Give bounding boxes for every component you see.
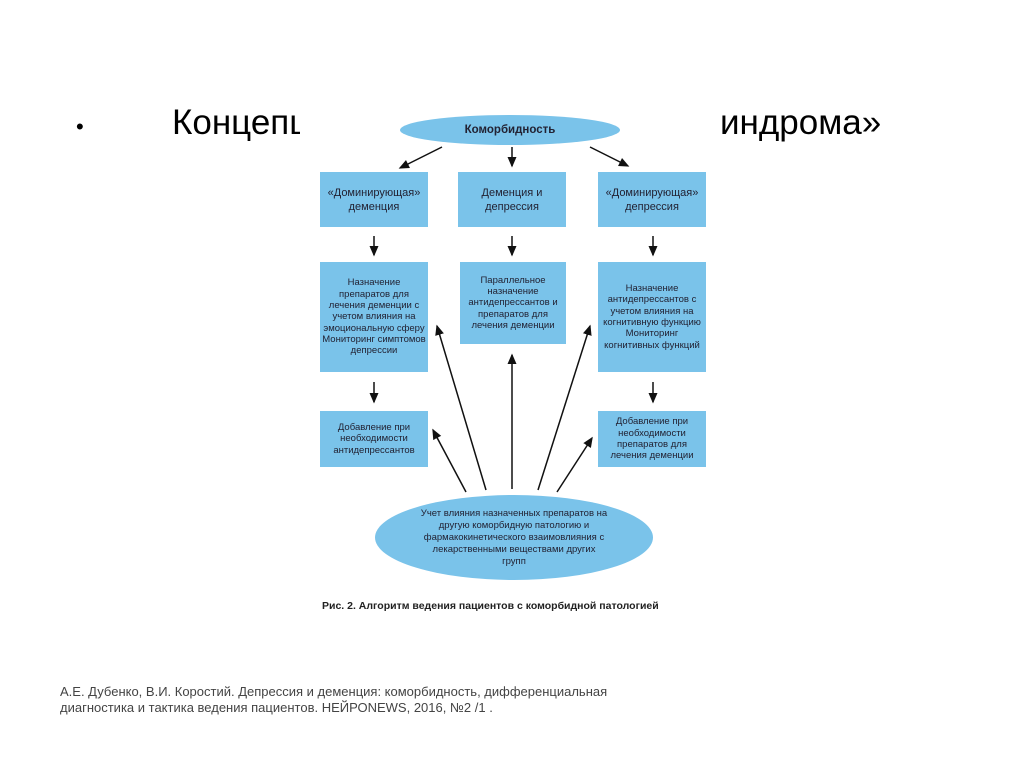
flowchart-arrows xyxy=(369,146,658,493)
node-drug-interaction: Учет влияния назначенных препаратов на д… xyxy=(375,495,653,580)
node-parallel-treatment: Параллельное назначение антидепрессантов… xyxy=(460,262,566,344)
node-label: Добавление при необходимости антидепресс… xyxy=(333,422,415,456)
node-dominant-depression: «Доминирующая» депрессия xyxy=(598,172,706,227)
node-add-antidepressants: Добавление при необходимости антидепресс… xyxy=(320,411,428,467)
node-dominant-dementia: «Доминирующая» деменция xyxy=(320,172,428,227)
node-label: Коморбидность xyxy=(464,124,556,136)
node-antidepressant-treatment: Назначение антидепрессантов с учетом вли… xyxy=(598,262,706,372)
node-label: «Доминирующая» деменция xyxy=(327,186,421,213)
node-label: Учет влияния назначенных препаратов на д… xyxy=(420,507,608,567)
node-dementia-treatment: Назначение препаратов для лечения деменц… xyxy=(320,262,428,372)
node-comorbidity: Коморбидность xyxy=(400,115,620,145)
node-label: «Доминирующая» депрессия xyxy=(605,186,699,213)
node-add-dementia-drugs: Добавление при необходимости препаратов … xyxy=(598,411,706,467)
node-label: Назначение препаратов для лечения деменц… xyxy=(322,277,426,357)
flowchart-figure: Коморбидность «Доминирующая» деменция Де… xyxy=(300,100,720,630)
bullet: • xyxy=(76,114,84,139)
node-label: Добавление при необходимости препаратов … xyxy=(610,416,694,462)
node-label: Параллельное назначение антидепрессантов… xyxy=(468,274,558,331)
node-label: Назначение антидепрессантов с учетом вли… xyxy=(603,283,701,351)
slide-title-left: Концепц xyxy=(172,103,310,142)
figure-caption: Рис. 2. Алгоритм ведения пациентов с ком… xyxy=(322,600,659,612)
node-dementia-depression: Деменция и депрессия xyxy=(458,172,566,227)
citation: А.Е. Дубенко, В.И. Коростий. Депрессия и… xyxy=(60,684,607,716)
citation-line: А.Е. Дубенко, В.И. Коростий. Депрессия и… xyxy=(60,684,608,699)
citation-line: диагностика и тактика ведения пациентов.… xyxy=(60,700,493,715)
node-label: Деменция и депрессия xyxy=(481,186,543,213)
slide-title-right: индрома» xyxy=(720,103,882,142)
